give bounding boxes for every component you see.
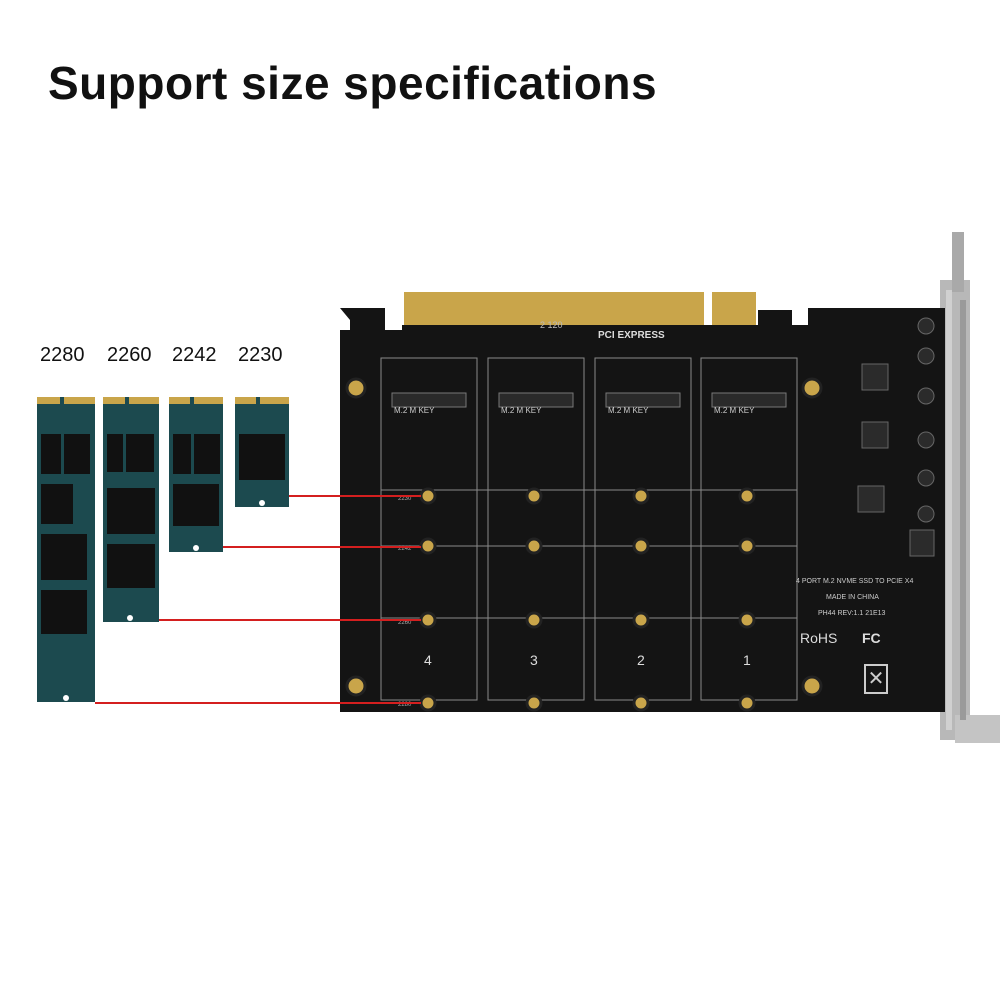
gold-fingers (404, 292, 756, 327)
weee-icon: ✕ (864, 664, 888, 694)
ssd-2280 (37, 397, 95, 702)
mount-label-2242: 2242 (398, 546, 412, 552)
page-title: Support size specifications (48, 57, 658, 109)
size-label-2260: 2260 (107, 344, 152, 366)
slot-number-1: 1 (743, 652, 751, 668)
mount-label-2260: 2260 (398, 620, 412, 626)
slot-label-2: M.2 M KEY (608, 406, 649, 415)
rohs-mark: RoHS (800, 630, 838, 646)
size-label-2242: 2242 (172, 344, 217, 366)
power-components (857, 317, 935, 557)
desc-line: 4 PORT M.2 NVME SSD TO PCIE X4 (796, 578, 914, 585)
pcb (340, 308, 945, 712)
slot-number-4: 4 (424, 652, 432, 668)
ssd-2230 (235, 397, 289, 507)
slot-number-3: 3 (530, 652, 538, 668)
fc-mark: FC (862, 630, 881, 646)
size-label-2230: 2230 (238, 344, 283, 366)
slot-label-3: M.2 M KEY (501, 406, 542, 415)
size-label-2280: 2280 (40, 344, 85, 366)
origin-line: MADE IN CHINA (826, 594, 879, 601)
m2-connectors (391, 392, 787, 408)
mount-label-2280: 2280 (398, 702, 412, 708)
ssd-2242 (169, 397, 223, 552)
fingers-label: 2 120 (540, 320, 563, 330)
model-line: PH44 REV:1.1 21E13 (818, 610, 886, 617)
slot-label-1: M.2 M KEY (714, 406, 755, 415)
standoff-holes (345, 377, 823, 712)
mount-label-2230: 2230 (398, 496, 412, 502)
slot-label-4: M.2 M KEY (394, 406, 435, 415)
slot-number-2: 2 (637, 652, 645, 668)
pcie-logo: PCI EXPRESS (598, 330, 665, 341)
ssd-2260 (103, 397, 159, 622)
